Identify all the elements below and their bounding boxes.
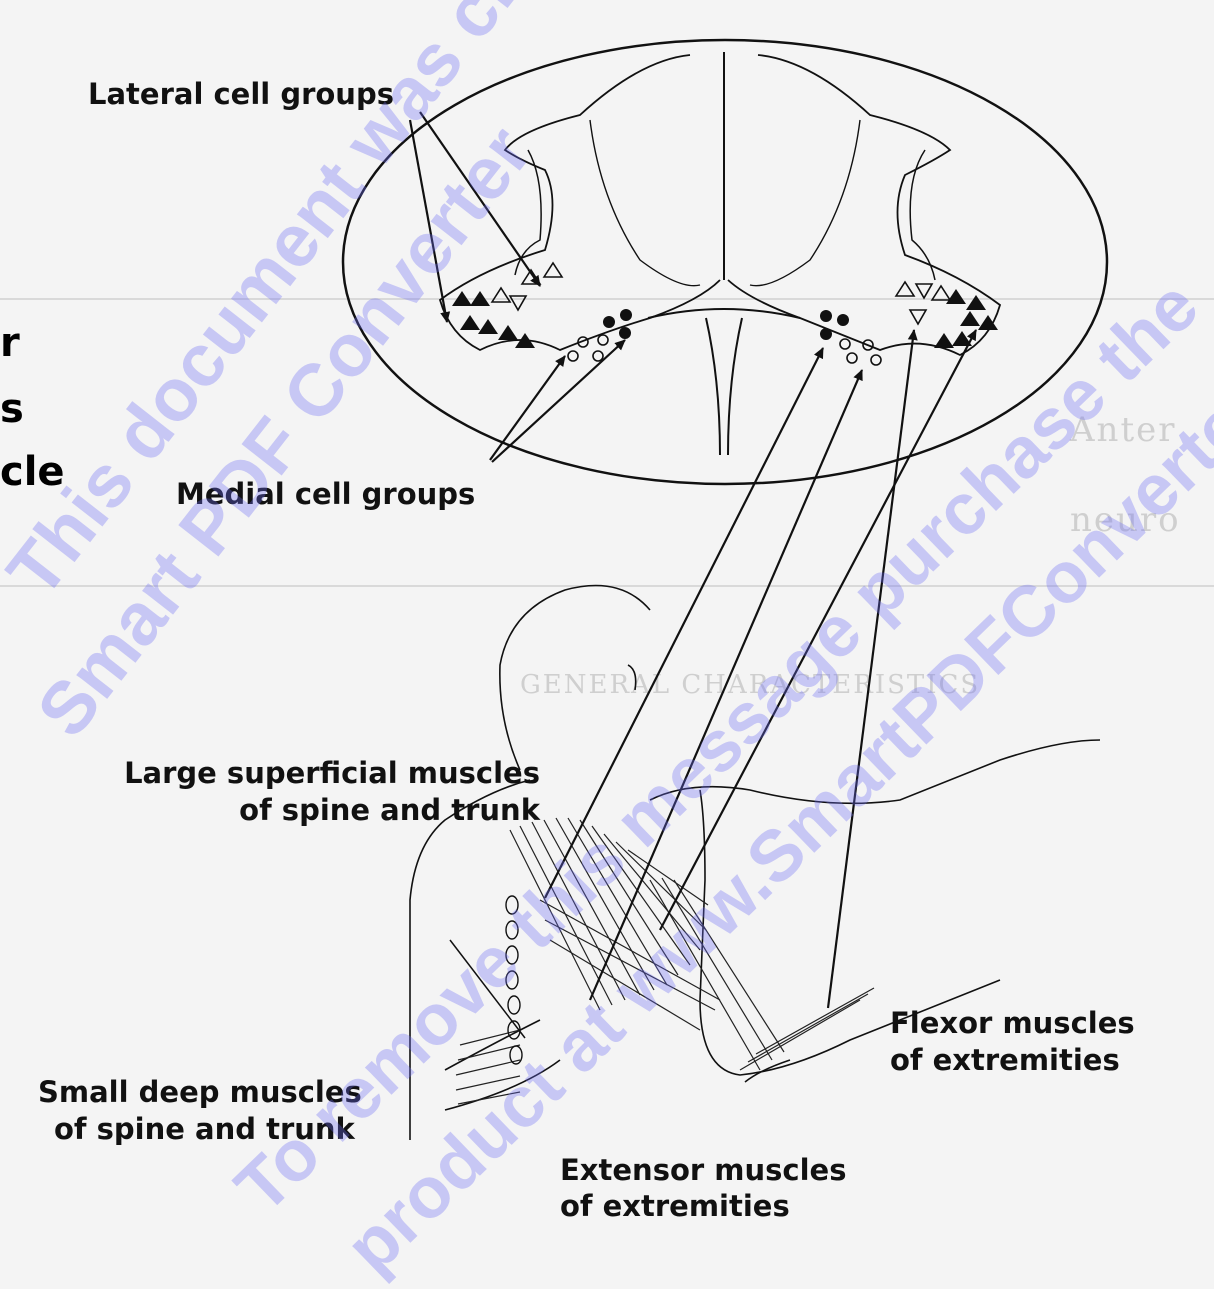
lateral-cell-group-left [452,263,562,348]
gray-matter-inner-right [750,120,860,286]
label-extensor-line1: Extensor muscles [560,1152,846,1188]
label-extensor-line2: of extremities [560,1188,790,1224]
label-flexor-line1: Flexor muscles [890,1005,1135,1041]
gray-matter-right [728,55,1000,355]
side-fragment: s [0,381,24,437]
anterior-fissure [706,318,720,455]
pointer-medial-to-cells [492,340,625,462]
pointer-medial-to-cells [490,356,565,460]
anterior-fissure [728,318,742,455]
figure-stage: Anter neuro GENERAL CHARACTERISTICS [0,0,1214,1239]
label-flexor-line2: of extremities [890,1042,1120,1078]
label-large-superficial-line2: of spine and trunk [70,792,540,828]
side-fragment: r [0,315,20,371]
gray-matter-inner-left [590,120,700,286]
label-large-superficial-line1: Large superficial muscles [70,755,540,791]
